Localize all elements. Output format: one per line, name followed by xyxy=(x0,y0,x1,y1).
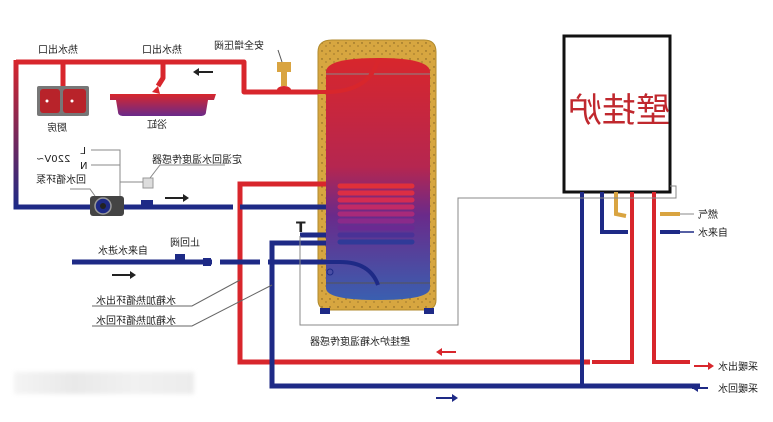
blurred-watermark xyxy=(14,372,194,394)
kitchen-outlet-label: 热水出口 xyxy=(38,43,78,56)
return-temperature-sensor-icon xyxy=(141,177,154,207)
power-l-label: L xyxy=(80,146,86,157)
check-valve-icon xyxy=(175,254,211,266)
gas-label: 燃气 xyxy=(698,208,718,221)
kitchen-sink-icon xyxy=(37,86,89,116)
boiler-tap-water-pipe xyxy=(600,192,628,234)
heating-return-arrow xyxy=(692,384,708,392)
heating-return-label: 采暖回水 xyxy=(718,382,758,395)
tank-heat-return-label: 水箱加热循环回水 xyxy=(96,314,176,327)
tank-sensor-label: T xyxy=(296,220,306,236)
tank-heat-out-label: 水箱加热循环出水 xyxy=(96,294,176,307)
left-riser-pipe xyxy=(13,60,90,210)
pump-wiring-lines xyxy=(70,149,225,197)
boiler-gas-pipe xyxy=(614,192,627,218)
flow-arrow-top xyxy=(193,68,213,76)
flow-arrow-inlet xyxy=(112,271,136,279)
safety-valve-label: 安全增压阀 xyxy=(214,39,264,52)
boiler-heating-out-pipe-b xyxy=(652,192,690,364)
safety-valve-icon xyxy=(277,62,291,94)
bathtub-icon xyxy=(110,94,216,116)
boiler-tank-sensor-wire xyxy=(299,185,677,326)
heating-out-label: 采暖出水 xyxy=(718,360,758,373)
bath-outlet-label: 热水出口 xyxy=(142,43,182,56)
water-tank xyxy=(298,39,437,314)
power-n-label: N xyxy=(80,161,87,172)
tap-water-label: 自来水 xyxy=(698,226,728,239)
boiler-tank-sensor-label: 壁挂炉水箱温度传感器 xyxy=(310,335,410,348)
boiler-heating-out-pipe-a xyxy=(592,192,634,364)
kitchen-label: 厨房 xyxy=(47,121,67,134)
tank-return-arrow xyxy=(436,394,458,402)
bath-faucet-icon xyxy=(152,86,160,94)
tank-heat-circulation-return-pipe xyxy=(269,240,700,389)
tank-foot-left xyxy=(320,308,330,314)
return-pump-label: 回水循环泵 xyxy=(36,173,86,186)
tank-out-arrow xyxy=(436,348,456,356)
tank-foot-right xyxy=(424,308,434,314)
wall-hung-boiler xyxy=(562,34,672,194)
label-leader-lines xyxy=(92,279,273,327)
tap-water-inlet-label: 自来水进水 xyxy=(98,244,148,257)
check-valve-label: 止回阀 xyxy=(170,236,200,249)
heating-out-arrow xyxy=(694,362,714,370)
tank-heat-circulation-out-pipe xyxy=(237,181,590,365)
return-sensor-label: 定温回水温度传感器 xyxy=(152,153,242,166)
power-voltage-label: 220V~ xyxy=(36,154,70,165)
circulation-pump-icon xyxy=(90,196,124,216)
heating-coil xyxy=(337,183,415,245)
boiler-label: 壁挂炉 xyxy=(568,91,670,131)
bath-label: 浴缸 xyxy=(147,118,167,131)
flow-arrow-return xyxy=(165,194,189,202)
